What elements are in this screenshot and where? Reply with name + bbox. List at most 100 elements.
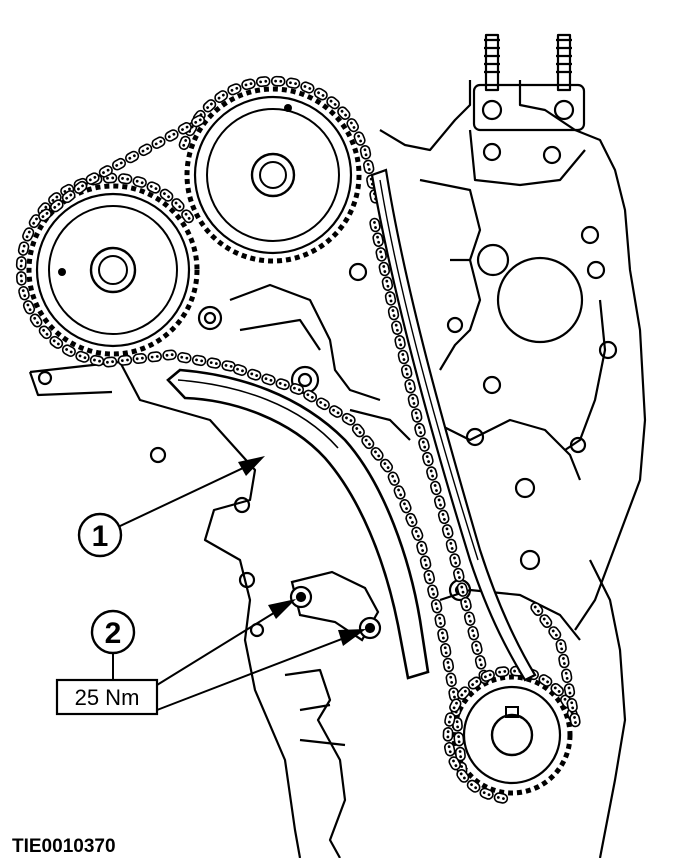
chain-link (415, 539, 429, 557)
chain-link (110, 156, 128, 173)
chain-link (403, 511, 419, 529)
chain-link (386, 305, 401, 322)
chain-link (47, 334, 66, 351)
engine-block (28, 33, 647, 859)
chain-link (136, 141, 154, 158)
chain-link (390, 319, 404, 336)
chain-link (340, 411, 358, 428)
chain-link (452, 731, 465, 747)
chain-link (444, 537, 459, 555)
chain-link (368, 445, 386, 463)
chain-link (406, 392, 421, 410)
chain-link (418, 554, 433, 571)
chain-link (378, 456, 395, 475)
chain-link (386, 470, 402, 488)
chain-link (274, 377, 292, 392)
callout-1-number: 1 (92, 520, 109, 553)
chain-link (492, 791, 510, 805)
chain-link (358, 144, 373, 161)
chain-link (440, 523, 455, 540)
camshaft-sprocket-upper (184, 86, 362, 264)
chain-link (537, 612, 555, 630)
chain-link (17, 240, 31, 257)
chain-link (452, 566, 466, 584)
chain-link (255, 75, 271, 88)
chain-guide-fixed (370, 168, 537, 682)
chain-link (383, 290, 398, 307)
chain-link (20, 225, 36, 243)
chain-link (528, 600, 546, 618)
chain-link (560, 667, 574, 684)
chain-link (240, 77, 257, 92)
chain-link (285, 76, 301, 90)
chain-link (470, 639, 484, 656)
callout-2-number: 2 (105, 617, 122, 650)
chain-link (396, 348, 411, 366)
chain-link (191, 353, 208, 367)
chain-link (362, 158, 376, 176)
chain-link (439, 642, 453, 659)
chain-link (536, 672, 555, 689)
chain-link (568, 711, 582, 729)
chain-link (132, 352, 148, 365)
chain-link (149, 134, 168, 151)
chain-link (270, 75, 286, 87)
chain-link (410, 407, 424, 424)
chain-link (422, 568, 437, 586)
chain-link (314, 395, 332, 412)
callout-2: 2 25 Nm (55, 599, 366, 716)
chain-link (350, 421, 367, 440)
chain-link (432, 494, 447, 511)
chain-link (441, 656, 455, 674)
chain-link (162, 127, 181, 144)
chain-link (212, 88, 230, 105)
chain-link (380, 275, 394, 292)
tensioner-bracket (289, 570, 382, 642)
chain-link (344, 116, 361, 134)
chain-link (403, 378, 417, 395)
chain-link (161, 348, 178, 362)
chain-link (205, 356, 222, 370)
chain-link (442, 726, 454, 742)
chain-link (176, 351, 193, 365)
chain-link (374, 246, 388, 263)
torque-box (55, 678, 159, 716)
chain-link (417, 436, 431, 453)
chain-link (179, 207, 196, 226)
chain-link (15, 270, 28, 286)
chain-link (421, 450, 435, 468)
chain-link (231, 362, 249, 378)
chain-link (409, 525, 425, 543)
chain-link (494, 665, 511, 678)
chain-link (117, 354, 133, 367)
callout-1: 1 (77, 456, 265, 558)
chain-link (473, 654, 488, 671)
chain-link (393, 334, 407, 351)
chain-link (433, 612, 447, 629)
chain-link (17, 284, 31, 302)
chain-link (368, 216, 382, 234)
chain-link (554, 638, 568, 655)
chain-link (459, 595, 473, 613)
chain-link (557, 652, 571, 670)
chain-link (123, 149, 141, 165)
chain-link (462, 610, 477, 627)
chain-link (413, 421, 427, 439)
chain-link (428, 479, 443, 497)
chain-link (245, 367, 263, 382)
chain-link (301, 387, 319, 405)
chain-link (177, 134, 193, 152)
chain-link (400, 363, 414, 380)
chain-link (102, 355, 118, 369)
torque-label: 25 Nm (75, 685, 140, 710)
chain-link (436, 508, 451, 526)
chain-link (21, 298, 37, 316)
chain-link (359, 433, 377, 451)
chain-link (448, 552, 462, 569)
chain-link (312, 86, 330, 103)
chain-link (327, 403, 345, 420)
chain-link (426, 583, 440, 600)
chain-link (15, 255, 28, 272)
chain-tensioner-guide-rail (166, 368, 430, 680)
